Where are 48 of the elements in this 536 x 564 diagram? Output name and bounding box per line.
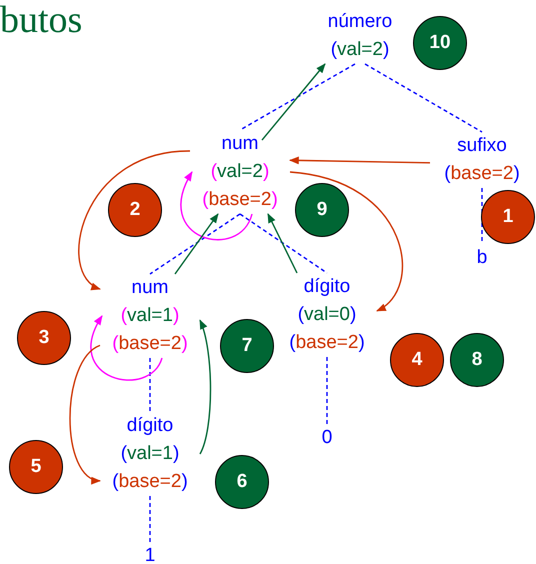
attribute-value: (base=2) bbox=[201, 188, 279, 212]
node-name: dígito bbox=[126, 414, 174, 438]
step-number-badge: 1 bbox=[481, 190, 535, 244]
dependency-arrow bbox=[78, 150, 190, 290]
attribute-value: (val=2) bbox=[330, 38, 390, 62]
node-name: número bbox=[326, 10, 394, 34]
node-name: sufixo bbox=[456, 134, 508, 158]
dependency-arrow bbox=[69, 344, 101, 482]
step-number-badge: 6 bbox=[215, 455, 269, 509]
dependency-arrow bbox=[174, 213, 219, 274]
step-number-badge: 5 bbox=[9, 440, 63, 494]
title: butos bbox=[0, 0, 82, 40]
step-number-badge: 9 bbox=[295, 183, 349, 237]
attribute-value: (base=2) bbox=[443, 162, 521, 186]
tree-line bbox=[364, 63, 482, 133]
tree-line bbox=[150, 213, 240, 275]
node-name: num bbox=[130, 276, 170, 300]
tree-line bbox=[481, 188, 483, 244]
tree-line bbox=[326, 357, 328, 424]
tree-line bbox=[240, 63, 356, 131]
dependency-arrow bbox=[261, 63, 326, 141]
node-name: b bbox=[476, 246, 488, 270]
dependency-arrow bbox=[199, 319, 212, 454]
step-number-badge: 2 bbox=[108, 183, 162, 237]
dependency-arrow bbox=[90, 315, 163, 381]
tree-line bbox=[149, 358, 151, 412]
step-number-badge: 10 bbox=[413, 16, 467, 70]
dependency-arrow bbox=[180, 171, 253, 240]
attribute-value: (val=0) bbox=[296, 303, 358, 327]
attribute-value: (base=2) bbox=[111, 470, 189, 494]
node-name: dígito bbox=[302, 275, 352, 299]
step-number-badge: 4 bbox=[390, 333, 444, 387]
attribute-value: (val=1) bbox=[120, 304, 180, 328]
node-name: 1 bbox=[144, 544, 156, 564]
attribute-value: (base=2) bbox=[111, 332, 189, 356]
tree-line bbox=[240, 213, 328, 274]
dependency-arrow bbox=[267, 213, 298, 274]
attribute-value: (val=1) bbox=[120, 442, 180, 466]
attribute-value: (val=2) bbox=[210, 160, 270, 184]
step-number-badge: 7 bbox=[220, 319, 274, 373]
tree-line bbox=[149, 496, 151, 542]
dependency-arrow bbox=[290, 171, 404, 312]
step-number-badge: 3 bbox=[17, 311, 71, 365]
node-name: num bbox=[220, 132, 260, 156]
step-number-badge: 8 bbox=[450, 333, 504, 387]
attribute-value: (base=2) bbox=[288, 331, 366, 355]
dependency-arrow bbox=[289, 156, 430, 164]
node-name: 0 bbox=[320, 426, 334, 450]
